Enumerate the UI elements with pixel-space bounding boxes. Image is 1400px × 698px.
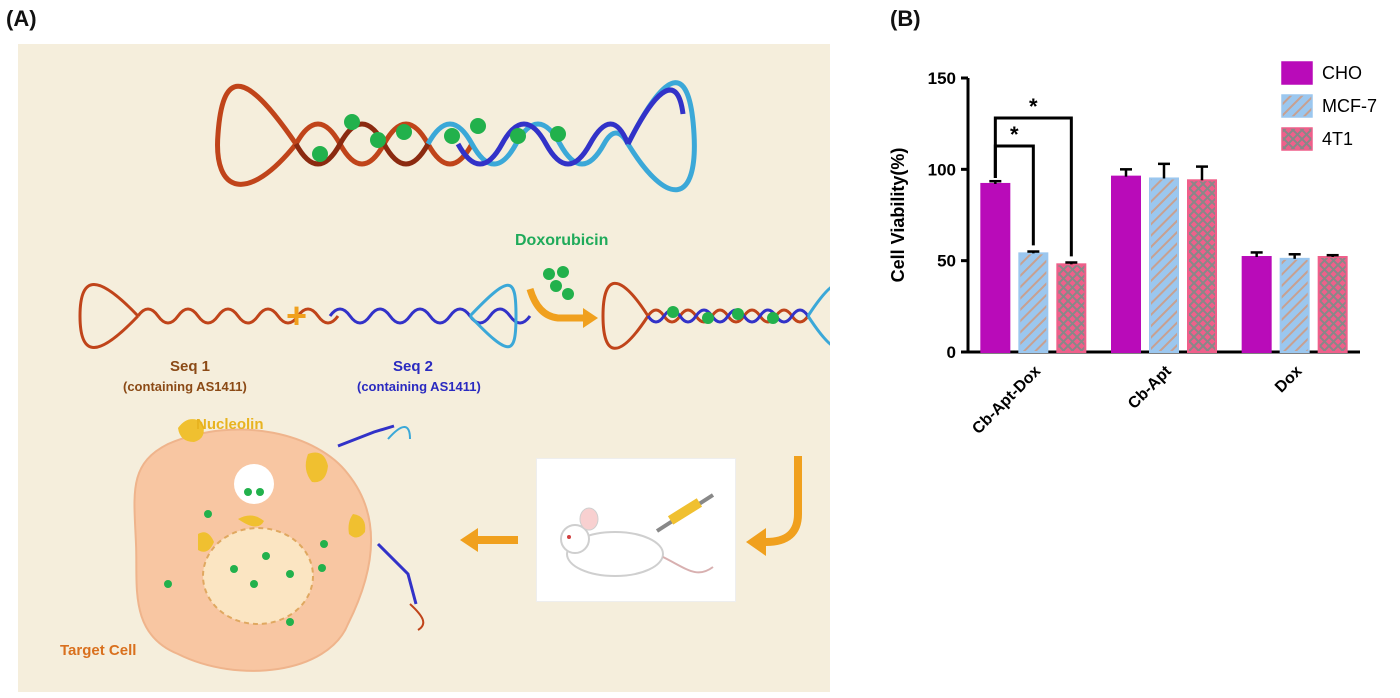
chart-bars (980, 162, 1348, 354)
mouse-injection-image (536, 458, 736, 602)
seq1-note: (containing AS1411) (123, 379, 247, 394)
seq2-label: Seq 2 (393, 358, 434, 375)
curved-arrow (765, 456, 802, 546)
y-tick-label: 0 (947, 343, 956, 362)
significance-bracket (993, 116, 1073, 257)
significance-star: * (1010, 122, 1019, 147)
nucleolin-label: Nucleolin (196, 416, 264, 433)
chart-legend: CHO MCF-7 4T1 (1281, 61, 1377, 151)
target-cell (133, 419, 425, 672)
bar (1149, 177, 1179, 353)
y-tick-label: 150 (928, 69, 956, 88)
mouse-icon (560, 493, 715, 577)
legend-swatch (1281, 94, 1313, 118)
scheme-panel: + (18, 44, 830, 692)
bar (1279, 257, 1310, 353)
loaded-duplex (601, 281, 830, 350)
bar (1187, 179, 1217, 353)
legend-label: MCF-7 (1322, 96, 1377, 116)
bar (1111, 175, 1141, 353)
legend-label: 4T1 (1322, 129, 1353, 149)
y-axis-label: Cell Viability(%) (888, 148, 908, 283)
panel-b-label: (B) (890, 6, 921, 31)
panel-a-label: (A) (6, 6, 37, 31)
merge-arrow (526, 287, 583, 322)
bar (1056, 263, 1087, 354)
significance-star: * (1029, 94, 1038, 119)
plus-sign: + (286, 295, 307, 336)
target-cell-label: Target Cell (60, 642, 137, 659)
seq1-label: Seq 1 (170, 358, 211, 375)
legend-label: CHO (1322, 63, 1362, 83)
x-tick-label: Dox (1272, 363, 1305, 396)
bar (980, 182, 1011, 353)
seq1-strand (78, 283, 340, 349)
y-tick-label: 100 (928, 160, 956, 179)
significance-brackets: ** (993, 94, 1073, 257)
legend-swatch (1281, 127, 1313, 151)
doxorubicin-label: Doxorubicin (515, 232, 609, 249)
bar (1018, 252, 1049, 353)
bar (1317, 256, 1348, 353)
large-dna-duplex (215, 80, 697, 193)
x-tick-label: Cb-Apt-Dox (969, 363, 1044, 438)
y-tick-label: 50 (937, 252, 956, 271)
scheme-illustration: + (78, 80, 830, 672)
seq2-strand (328, 283, 532, 349)
x-tick-label: Cb-Apt (1125, 362, 1175, 412)
seq2-note: (containing AS1411) (357, 379, 481, 394)
bar (1241, 256, 1272, 353)
legend-swatch (1281, 61, 1313, 85)
